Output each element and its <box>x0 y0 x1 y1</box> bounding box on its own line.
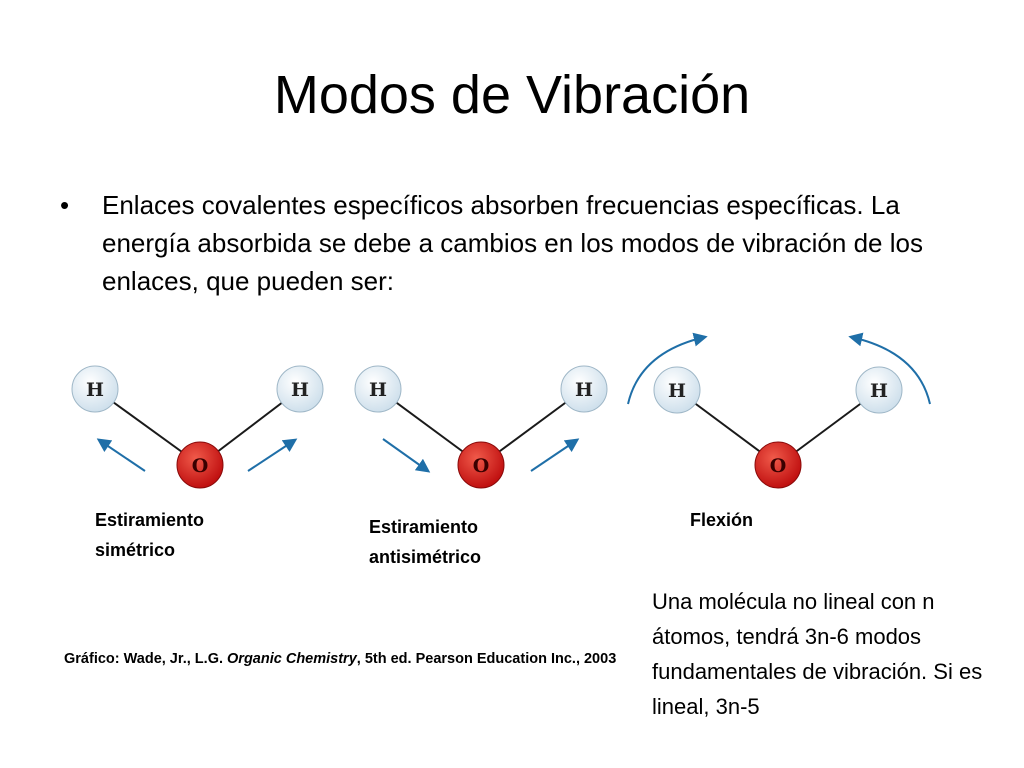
hydrogen-label-right: H <box>870 380 888 402</box>
arc-arrow-left <box>627 332 708 405</box>
molecule-bending: H H O <box>627 332 931 489</box>
oxygen-label: O <box>473 455 490 477</box>
hydrogen-atom-right <box>560 365 608 413</box>
oxygen-atom <box>176 441 224 489</box>
credit-prefix: Gráfico: Wade, Jr., L.G. <box>64 651 228 667</box>
hydrogen-atom-right <box>276 365 324 413</box>
hydrogen-label-right: H <box>575 379 593 401</box>
hydrogen-atom-left <box>71 365 119 413</box>
arrow-outward-right <box>247 438 298 472</box>
molecule-antisymmetric-stretch: H H O <box>354 365 608 489</box>
bullet-text: Enlaces covalentes específicos absorben … <box>102 190 923 296</box>
label-antisymmetric-stretch: Estiramiento antisimétrico <box>369 512 569 572</box>
oxygen-atom <box>457 441 505 489</box>
label-bending: Flexión <box>690 510 754 530</box>
oxygen-label: O <box>192 455 209 477</box>
credit-book-title: Organic Chemistry <box>227 651 357 667</box>
hydrogen-atom-left <box>653 366 701 414</box>
arrow-outward-left <box>96 438 146 472</box>
degrees-of-freedom-note: Una molécula no lineal con n átomos, ten… <box>652 589 983 719</box>
vibration-modes-diagram: H H O H H O H H O <box>71 332 931 489</box>
oxygen-atom <box>754 441 802 489</box>
label-symmetric-line2: simétrico <box>95 540 176 560</box>
hydrogen-label-left: H <box>668 380 686 402</box>
bullet-point: • Enlaces covalentes específicos absorbe… <box>60 186 960 300</box>
bullet-marker: • <box>60 190 70 220</box>
molecule-symmetric-stretch: H H O <box>71 365 324 489</box>
label-symmetric-stretch: Estiramiento simétrico <box>95 505 275 565</box>
label-symmetric-line1: Estiramiento <box>95 510 205 530</box>
hydrogen-atom-right <box>855 366 903 414</box>
figure-credit: Gráfico: Wade, Jr., L.G. Organic Chemist… <box>64 648 644 670</box>
hydrogen-label-left: H <box>369 379 387 401</box>
label-antisymmetric-line2: antisimétrico <box>369 547 482 567</box>
hydrogen-label-right: H <box>291 379 309 401</box>
label-antisymmetric-line1: Estiramiento <box>369 517 479 537</box>
oxygen-label: O <box>770 455 787 477</box>
hydrogen-label-left: H <box>86 379 104 401</box>
arrow-inward-left <box>382 438 431 473</box>
slide-title: Modos de Vibración <box>273 65 751 125</box>
credit-suffix: , 5th ed. Pearson Education Inc., 2003 <box>356 651 617 667</box>
arc-arrow-right <box>848 332 931 405</box>
arrow-outward-right <box>530 438 580 472</box>
hydrogen-atom-left <box>354 365 402 413</box>
